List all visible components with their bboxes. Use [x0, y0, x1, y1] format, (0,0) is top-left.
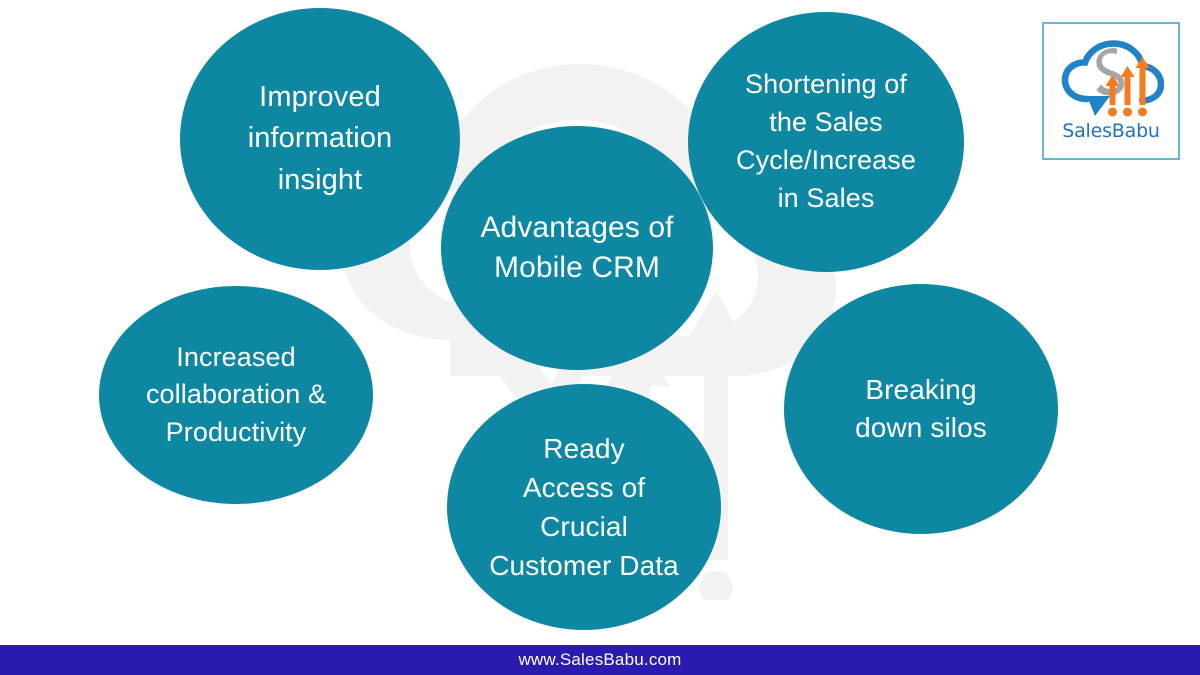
- salesbabu-logo-card[interactable]: SalesBabu: [1042, 22, 1180, 160]
- bubble-label: Ready Access of Crucial Customer Data: [489, 432, 679, 582]
- logo-wordmark: SalesBabu: [1062, 120, 1160, 142]
- bubble-center-advantages-of-mobile-crm[interactable]: Advantages of Mobile CRM: [441, 126, 713, 370]
- footer-url[interactable]: www.SalesBabu.com: [518, 650, 682, 669]
- bubble-label: Advantages of Mobile CRM: [480, 211, 674, 284]
- bubble-label: Shortening of the Sales Cycle/Increase i…: [736, 69, 916, 213]
- bubble-label: Improved information insight: [247, 81, 393, 196]
- salesbabu-cloud-arrows-logo-icon: [1061, 40, 1164, 117]
- bubble-label: Increased collaboration & Productivity: [145, 342, 327, 447]
- bubble-improved-information-insight[interactable]: Improved information insight: [180, 8, 460, 270]
- bubble-shortening-sales-cycle[interactable]: Shortening of the Sales Cycle/Increase i…: [688, 12, 964, 272]
- bubble-ready-access-crucial-data[interactable]: Ready Access of Crucial Customer Data: [447, 384, 721, 630]
- bubble-breaking-down-silos[interactable]: Breaking down silos: [784, 284, 1058, 534]
- footer-bar: www.SalesBabu.com: [0, 645, 1200, 675]
- bubble-increased-collaboration[interactable]: Increased collaboration & Productivity: [99, 286, 373, 504]
- bubble-label: Breaking down silos: [855, 373, 987, 443]
